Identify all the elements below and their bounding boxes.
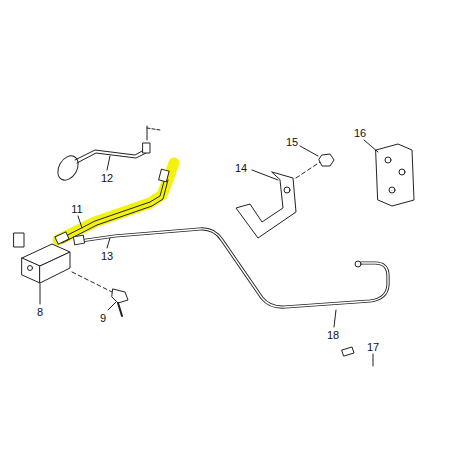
brake-tube	[60, 178, 165, 239]
leader-line	[373, 354, 374, 366]
plate-hole	[385, 157, 391, 163]
brake-tube-core	[80, 229, 388, 307]
tube-fitting	[143, 143, 150, 153]
callout-number: 13	[100, 251, 114, 262]
callout-number: 16	[353, 128, 367, 139]
bracket-hole	[284, 187, 290, 193]
block-lug	[14, 233, 24, 247]
centre-line	[72, 272, 112, 292]
callout-number: 17	[366, 342, 380, 353]
bolt	[112, 289, 128, 303]
leader-line	[40, 284, 41, 304]
leader-line	[107, 156, 110, 170]
brake-tube	[80, 229, 388, 307]
callout-number: 9	[99, 313, 107, 324]
callout-number: 11	[70, 204, 83, 215]
mirror-part	[54, 152, 83, 184]
mounting-plate	[376, 144, 414, 206]
leader-line	[364, 140, 378, 152]
junction-block	[22, 258, 40, 283]
leader-line	[252, 170, 278, 180]
tube-end	[355, 261, 361, 267]
highlight-band	[58, 163, 174, 240]
plate-hole	[399, 169, 405, 175]
junction-block	[40, 252, 70, 283]
tube-fitting	[73, 235, 84, 245]
bracket	[236, 172, 296, 238]
port-hole	[28, 266, 33, 271]
callout-number: 18	[326, 330, 340, 341]
bolt	[319, 154, 334, 166]
tube-fitting	[55, 232, 69, 244]
callout-number: 15	[285, 137, 299, 148]
callout-number: 12	[100, 173, 114, 184]
tube-clip	[342, 347, 354, 356]
brake-tube	[77, 153, 146, 163]
callout-number: 14	[234, 163, 248, 174]
centre-line	[296, 162, 320, 178]
callout-number: 8	[36, 307, 44, 318]
plate-hole	[389, 187, 395, 193]
bolt-shank	[118, 303, 122, 316]
leader-line	[107, 238, 110, 248]
leader-line	[108, 302, 116, 310]
leader-line	[147, 128, 160, 130]
leader-line	[300, 146, 318, 156]
leader-line	[78, 216, 82, 228]
tube-fitting	[159, 169, 170, 182]
leader-line	[334, 310, 336, 327]
